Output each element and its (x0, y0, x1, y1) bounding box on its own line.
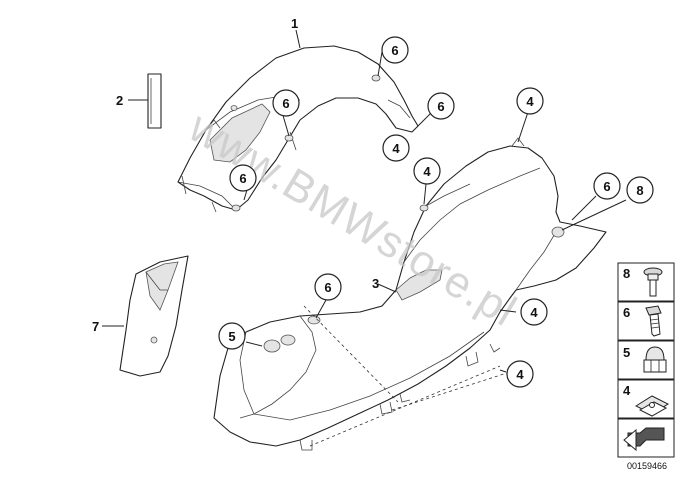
part-7-cover-plate (119, 255, 189, 377)
svg-text:4: 4 (392, 141, 400, 156)
callout-6-housing-lower: 6 (229, 164, 257, 192)
rivet-nut-icon (643, 267, 663, 297)
legend-row-5: 5 (617, 340, 675, 380)
cap-nut-icon (643, 346, 667, 373)
svg-text:5: 5 (623, 345, 630, 360)
svg-text:6: 6 (391, 43, 398, 58)
callout-4-housing: 4 (382, 134, 410, 162)
callout-6-right: 6 (593, 172, 621, 200)
callout-4-right-lower: 4 (506, 360, 534, 388)
callout-6-housing: 6 (272, 89, 300, 117)
label-part-7: 7 (92, 319, 99, 334)
callout-5: 5 (218, 322, 246, 350)
svg-text:4: 4 (423, 164, 431, 179)
drawing-code: 00159466 (627, 461, 667, 471)
fastener-legend: 8 6 5 (617, 262, 675, 458)
legend-row-4: 4 (617, 379, 675, 419)
part-2-trim-strip (147, 73, 162, 129)
svg-text:6: 6 (282, 96, 289, 111)
leader-lines (102, 29, 627, 447)
screw-icon (645, 305, 662, 337)
clip-nut-icon (634, 395, 670, 417)
callout-6-panel: 6 (314, 273, 342, 301)
callout-4-top-right: 4 (516, 87, 544, 115)
callout-6-right-upper: 6 (427, 92, 455, 120)
arrow-icon (623, 427, 665, 452)
label-part-1: 1 (291, 16, 298, 31)
label-part-2: 2 (116, 93, 123, 108)
svg-text:5: 5 (228, 329, 235, 344)
legend-row-arrow (617, 418, 675, 458)
legend-row-6: 6 (617, 301, 675, 341)
part-3-side-panel (213, 137, 607, 451)
svg-text:4: 4 (526, 94, 534, 109)
callout-6-top: 6 (381, 36, 409, 64)
legend-row-8: 8 (617, 262, 675, 302)
svg-text:8: 8 (636, 183, 643, 198)
svg-text:6: 6 (324, 280, 331, 295)
svg-text:6: 6 (603, 179, 610, 194)
callout-4-middle: 4 (413, 157, 441, 185)
label-part-3: 3 (372, 276, 379, 291)
svg-text:6: 6 (239, 171, 246, 186)
svg-text:6: 6 (437, 99, 444, 114)
callout-4-right-middle: 4 (520, 298, 548, 326)
svg-text:4: 4 (516, 367, 524, 382)
svg-text:4: 4 (530, 305, 538, 320)
svg-text:4: 4 (623, 383, 631, 398)
callout-8-right: 8 (626, 176, 654, 204)
svg-text:6: 6 (623, 305, 630, 320)
svg-text:8: 8 (623, 266, 630, 281)
